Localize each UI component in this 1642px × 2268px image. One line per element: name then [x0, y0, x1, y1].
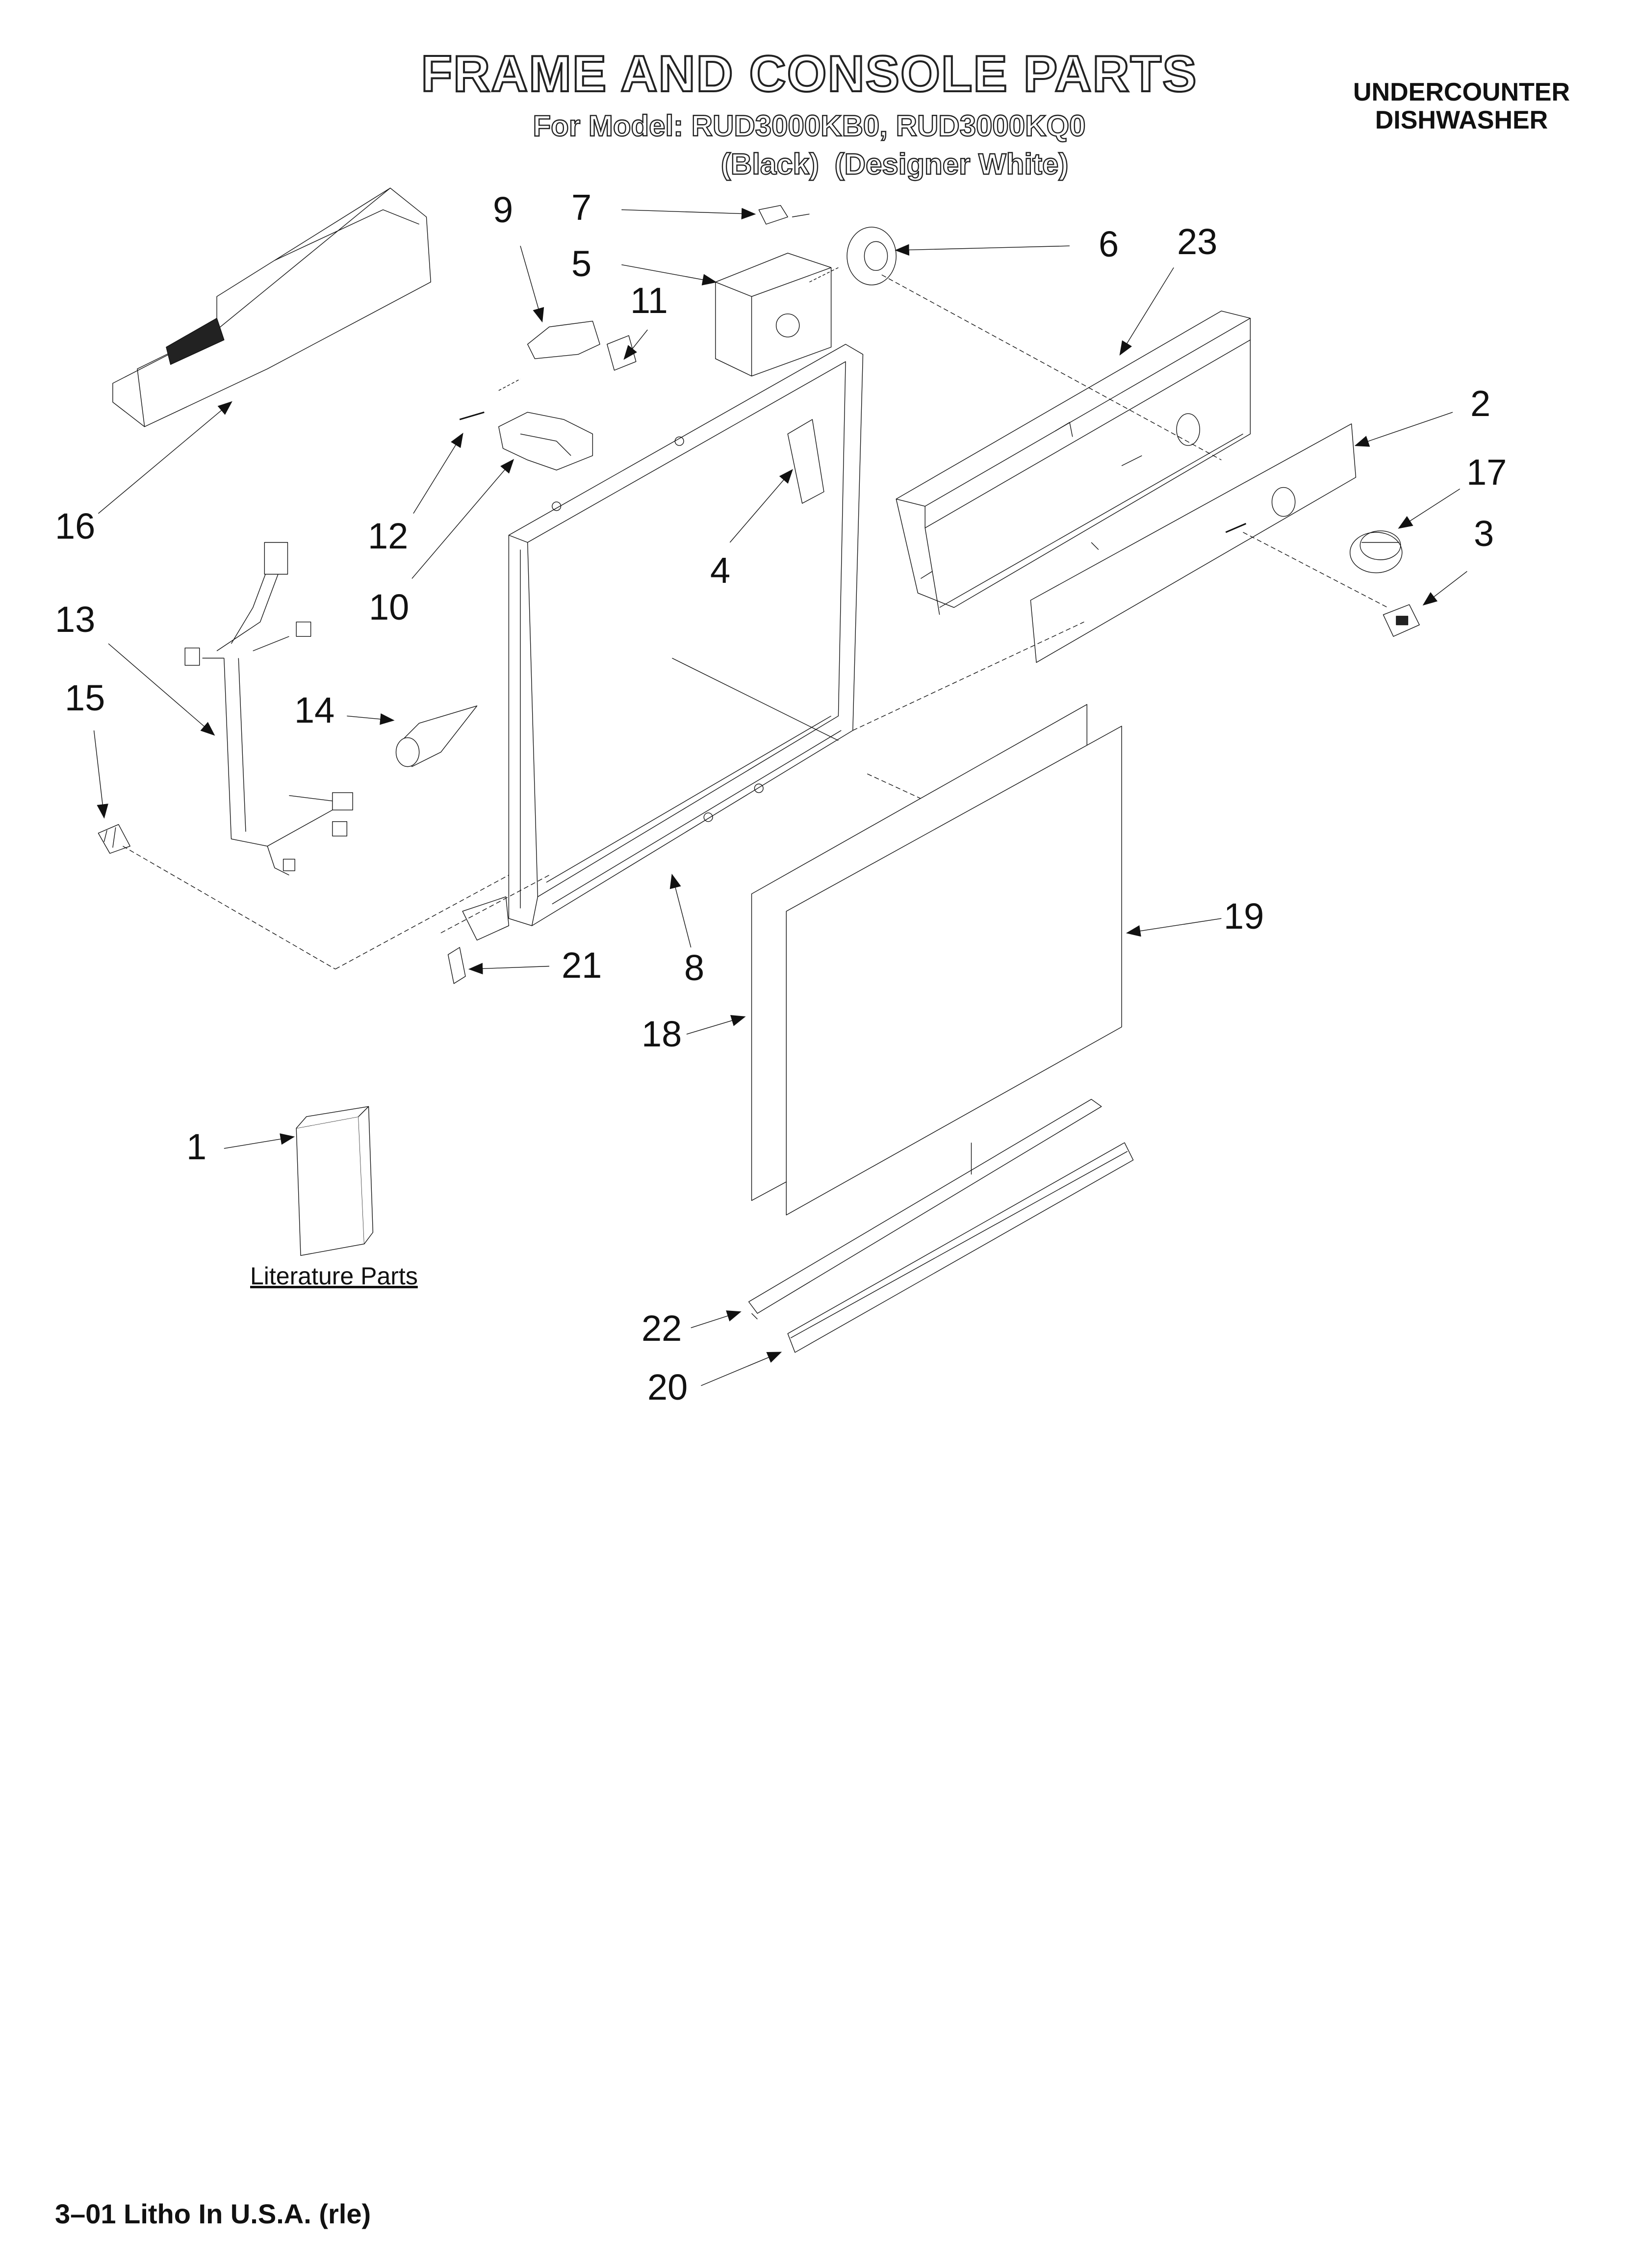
callout-22: 22 — [641, 1308, 682, 1349]
part-3-switch — [1383, 604, 1419, 636]
callout-9: 9 — [493, 189, 513, 230]
callout-17: 17 — [1466, 452, 1507, 493]
leader-dashed-lines — [123, 275, 1388, 969]
part-16-bracket — [113, 188, 431, 426]
callout-7: 7 — [571, 187, 592, 228]
callout-8: 8 — [684, 947, 705, 988]
callout-10: 10 — [369, 587, 410, 627]
callout-20: 20 — [647, 1367, 688, 1408]
callout-16: 16 — [55, 506, 96, 547]
part-17-knob — [1350, 531, 1402, 573]
parts-5-6-7 — [716, 206, 896, 376]
part-2-control-panel — [1030, 424, 1356, 662]
callout-arrows — [94, 208, 1467, 1386]
callout-18: 18 — [641, 1014, 682, 1054]
part-23-console — [896, 311, 1250, 615]
callout-6: 6 — [1099, 224, 1119, 264]
appliance-type-line1: UNDERCOUNTER — [1353, 78, 1570, 106]
diagram-title: FRAME AND CONSOLE PARTS — [420, 45, 1198, 104]
parts-20-22-trim — [749, 1099, 1133, 1353]
callout-15: 15 — [65, 678, 105, 718]
part-14-sensor — [396, 706, 477, 767]
callout-4: 4 — [710, 550, 731, 591]
callout-13: 13 — [55, 599, 96, 640]
part-8-door-frame — [462, 344, 863, 940]
part-1-literature — [296, 1106, 373, 1255]
variant-white-label: (Designer White) — [834, 147, 1069, 181]
callout-2: 2 — [1470, 383, 1491, 424]
callout-5: 5 — [571, 243, 592, 284]
footer-litho: 3–01 Litho In U.S.A. (rle) — [55, 2198, 371, 2229]
part-13-wire-harness — [185, 543, 353, 875]
callout-3: 3 — [1474, 513, 1494, 554]
callout-11: 11 — [630, 280, 668, 321]
callout-19: 19 — [1224, 896, 1264, 937]
appliance-type-line2: DISHWASHER — [1375, 106, 1548, 134]
part-21-clip — [448, 947, 465, 984]
callout-1: 1 — [186, 1126, 207, 1167]
callout-12: 12 — [368, 516, 409, 556]
part-15-screw — [98, 825, 130, 854]
callout-23: 23 — [1177, 221, 1218, 262]
parts-9-10-11-12 — [460, 321, 636, 470]
callout-21: 21 — [562, 945, 602, 986]
callout-14: 14 — [294, 690, 335, 730]
variant-black-label: (Black) — [720, 147, 820, 181]
parts-18-19-door-panels — [752, 704, 1122, 1215]
literature-parts-label: Literature Parts — [250, 1262, 418, 1290]
model-numbers: For Model: RUD3000KB0, RUD3000KQ0 — [532, 109, 1086, 143]
